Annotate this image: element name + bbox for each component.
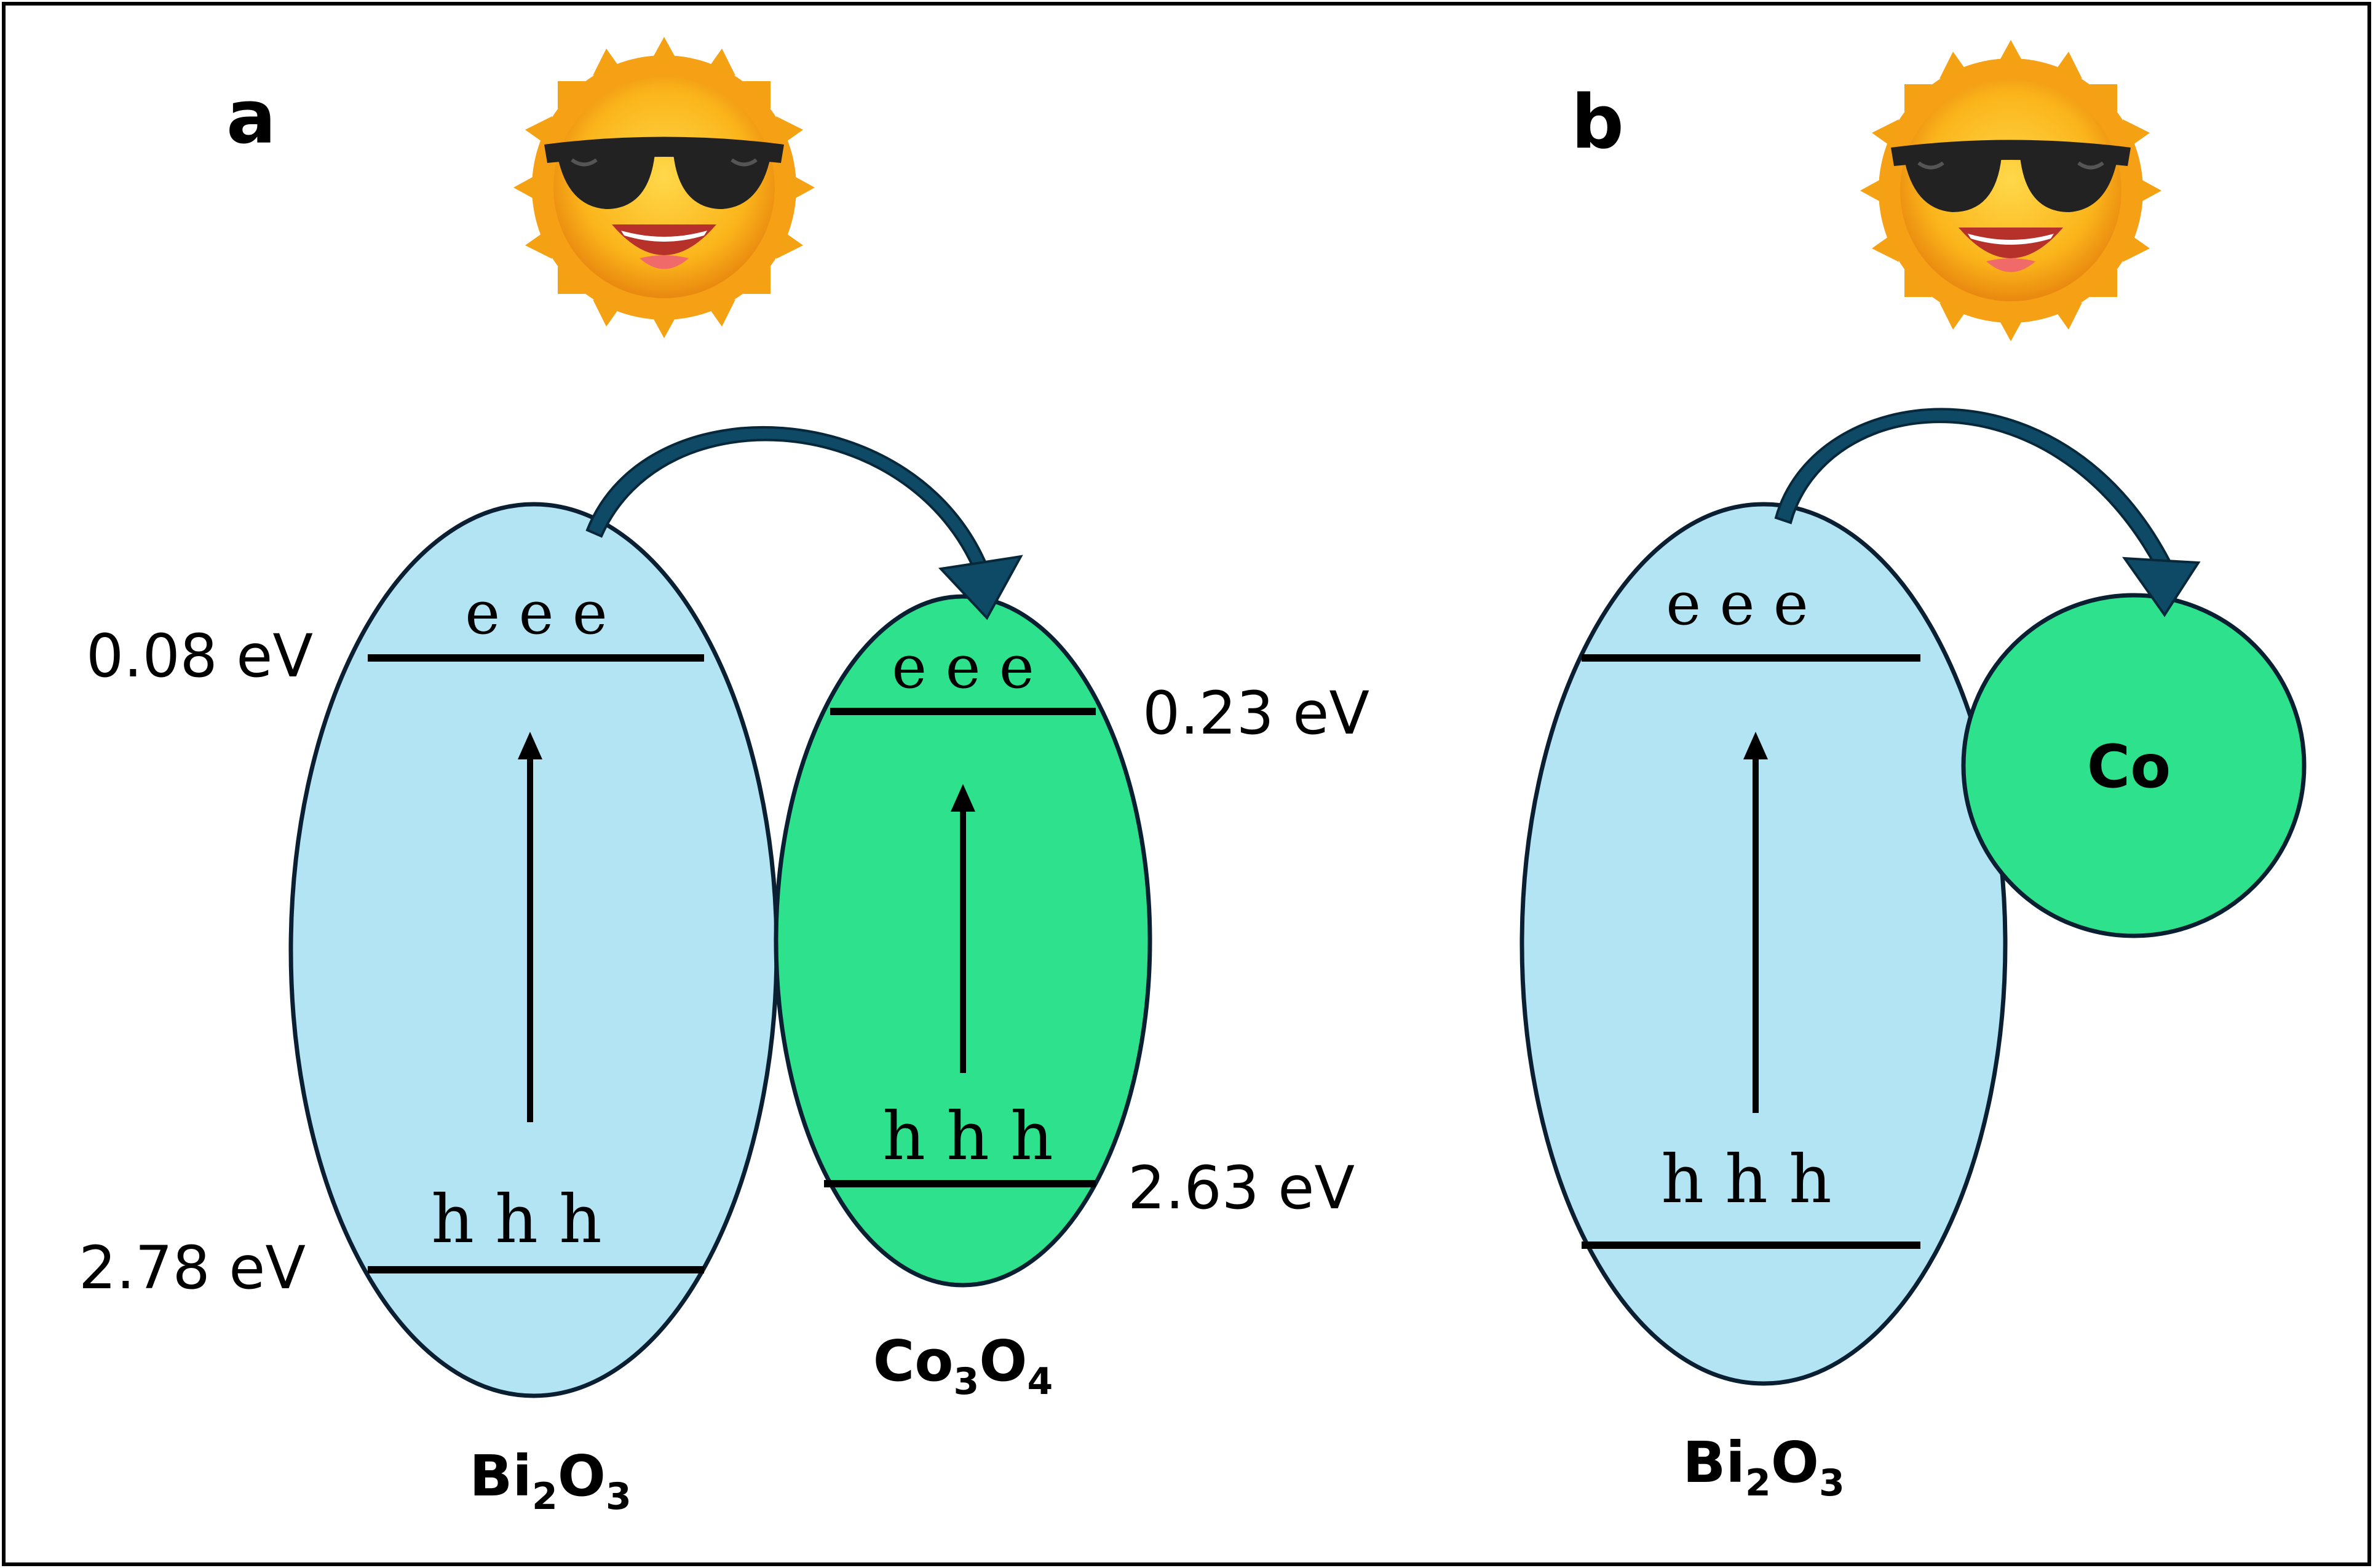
bi2o3-cb-energy-label: 0.08 eV [86,622,313,691]
bi2o3-a-holes: h h h [431,1181,601,1258]
panel-b-label: b [1571,80,1624,165]
electron-transfer-arrow-icon-b [1774,408,2201,617]
excitation-arrow-icon-b [1743,732,1768,1113]
bi2o3-b-electrons: e e e [1666,569,1808,638]
excitation-arrow-icon-a-co3o4 [951,784,975,1073]
co3o4-electrons: e e e [892,633,1034,702]
co3o4-name: Co3O4 [873,1328,1053,1403]
excitation-arrow-icon-a-bi2o3 [518,732,542,1122]
sun-icon-a [513,37,815,338]
co-particle-circle [1961,593,2307,938]
co3o4-holes: h h h [882,1098,1053,1175]
bi2o3-b-holes: h h h [1661,1141,1831,1218]
co-label: Co [2087,732,2171,801]
bi2o3-a-name: Bi2O3 [469,1443,631,1518]
co3o4-vb-energy-label: 2.63 eV [1128,1154,1355,1222]
bi2o3-vb-energy-label: 2.78 eV [79,1233,306,1302]
co3o4-cb-energy-label: 0.23 eV [1143,679,1369,748]
panel-a-label: a [226,75,276,160]
bi2o3-ellipse-b [1519,502,2008,1386]
bi2o3-b-name: Bi2O3 [1682,1430,1844,1505]
bi2o3-a-electrons: e e e [465,579,607,647]
sun-icon-b [1860,40,2161,341]
electron-transfer-arrow-icon-a [585,426,1023,620]
